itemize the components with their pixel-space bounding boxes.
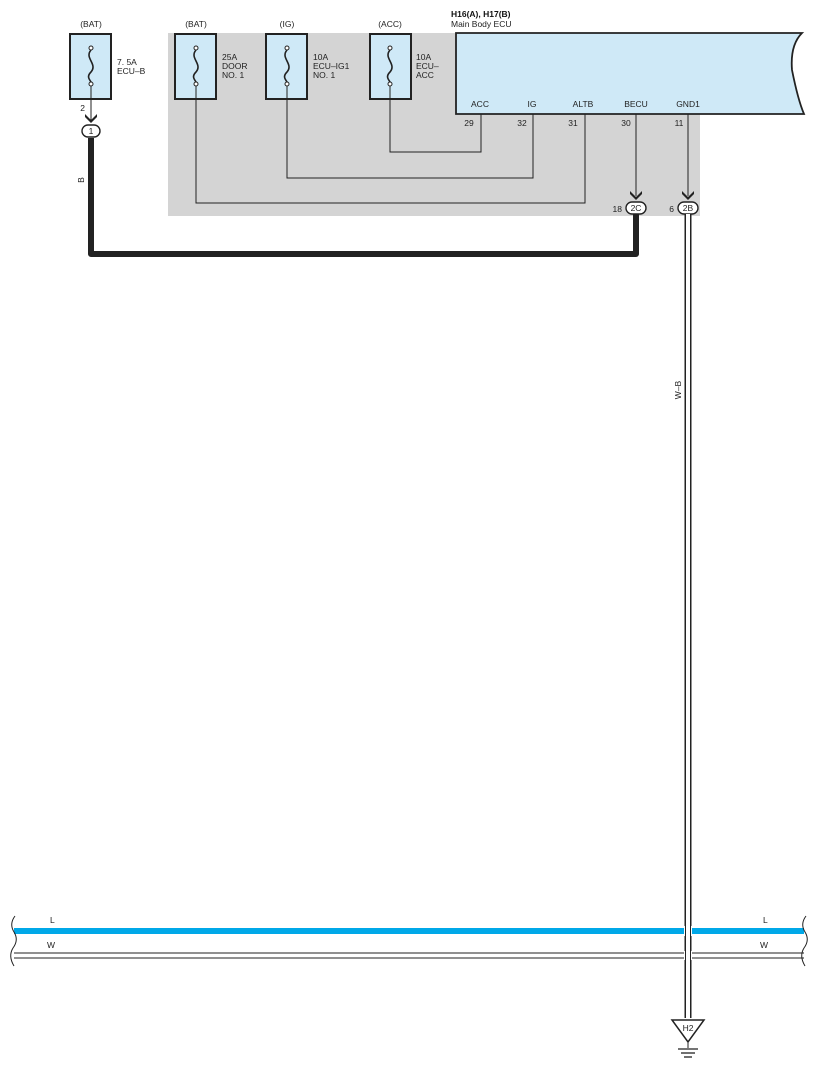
- fuse-ig1-rating: 10A: [313, 52, 328, 62]
- fuse-ig1-source: (IG): [280, 19, 295, 29]
- wire-b: [88, 138, 639, 257]
- fuse-acc-source: (ACC): [378, 19, 402, 29]
- wire-ig: [286, 86, 534, 179]
- fuse-ig1-num: NO. 1: [313, 70, 335, 80]
- fuse-door-name: DOOR: [222, 61, 248, 71]
- fuse-acc-name2: ACC: [416, 70, 434, 80]
- fuse-ecu-b-rating: 7. 5A: [117, 57, 137, 67]
- wire-altb: [195, 86, 586, 204]
- arrow-2b-icon: [682, 191, 694, 200]
- connector-1-oval: [81, 124, 101, 138]
- wire-l-label-left: L: [50, 915, 55, 925]
- connector-2b-label: 2B: [683, 203, 694, 213]
- pin-gnd1-name: GND1: [676, 99, 700, 109]
- fuse-acc-icon: [386, 45, 393, 87]
- fuse-door-source: (BAT): [185, 19, 207, 29]
- wire-w-label-right: W: [760, 940, 768, 950]
- pin-ig-num: 32: [517, 118, 527, 128]
- wire-w: [14, 952, 804, 959]
- pin-altb-num: 31: [568, 118, 578, 128]
- fuse-ecu-b-source: (BAT): [80, 19, 102, 29]
- connector-2c-label: 2C: [631, 203, 642, 213]
- wire-l-label-right: L: [763, 915, 768, 925]
- pin-altb-name: ALTB: [573, 99, 594, 109]
- connector-2c-pin: 18: [613, 204, 623, 214]
- pin-gnd1-num: 11: [675, 118, 684, 128]
- wire-wb: [684, 214, 692, 1018]
- fuse-ig1-name: ECU–IG1: [313, 61, 350, 71]
- break-right-icon: [801, 915, 808, 967]
- wire-acc: [389, 86, 482, 153]
- ground-icon: [678, 1042, 698, 1058]
- pin-acc-name: ACC: [471, 99, 489, 109]
- connector-2b-pin: 6: [669, 204, 674, 214]
- arrow-j1-icon: [85, 114, 97, 123]
- fuse-door-icon: [192, 45, 199, 87]
- fuse-ecu-b-name: ECU–B: [117, 66, 146, 76]
- ecu-codes: H16(A), H17(B): [451, 9, 511, 19]
- fuse-acc-name: ECU–: [416, 61, 439, 71]
- pin-ig-name: IG: [528, 99, 537, 109]
- ecu-name: Main Body ECU: [451, 19, 511, 29]
- wire-wb-label: W–B: [673, 380, 683, 399]
- wire-w-label-left: W: [47, 940, 55, 950]
- pin-becu-num: 30: [621, 118, 631, 128]
- connector-1-label: 1: [89, 126, 94, 136]
- fuse-ecu-b-icon: [87, 45, 94, 87]
- wire-wb-crossing: [684, 924, 692, 962]
- fuse-acc-rating: 10A: [416, 52, 431, 62]
- fuse-door-rating: 25A: [222, 52, 237, 62]
- fuse-door-num: NO. 1: [222, 70, 244, 80]
- ecu-box: [455, 32, 806, 115]
- pin-becu-name: BECU: [624, 99, 648, 109]
- break-left-icon: [10, 915, 17, 967]
- fuse-ecu-b-pin: 2: [80, 103, 85, 113]
- ground-label: H2: [683, 1023, 694, 1033]
- pin-acc-num: 29: [464, 118, 474, 128]
- arrow-2c-icon: [630, 191, 642, 200]
- fuse-ig1-icon: [283, 45, 290, 87]
- ground-triangle: [670, 1019, 706, 1044]
- wire-b-label: B: [76, 177, 86, 183]
